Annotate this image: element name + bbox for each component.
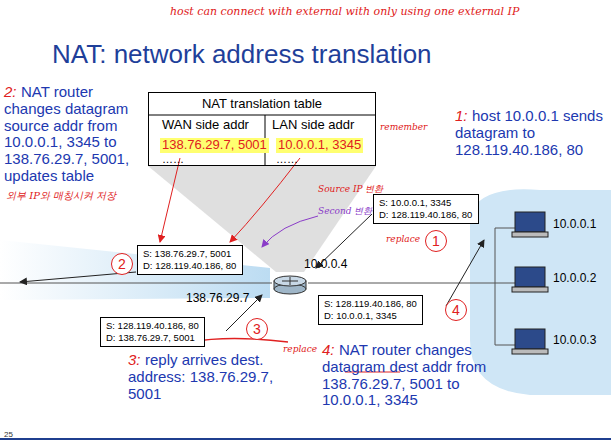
lan-region [470,189,611,395]
handwritten-note: Second 변환 [318,206,372,216]
node-text: S: 128.119.40.186, 80 [106,320,199,332]
node-text: D: 128.119.40.186, 80 [379,209,473,221]
footer-rule [0,438,611,440]
node-text: S: 10.0.0.1, 3345 [379,197,473,209]
callout-digit: 1 [432,233,440,249]
lan-bus [495,228,496,345]
table-header-cell: WAN side addr [162,118,249,133]
node-text: NAT translation table [149,96,375,111]
ip-address: 10.0.0.1 [553,218,596,231]
callout-digit: 4 [452,302,460,318]
handwritten-note: 외부 IP와 매칭시켜 저장 [6,190,126,201]
lan-drop [495,345,515,346]
ip-address: 10.0.0.3 [553,334,596,347]
note-arrow [262,216,318,247]
slide-title: NAT: network address translation [52,40,432,69]
step-note: NAT router changes datagram source addr … [4,84,146,185]
table-header-cell: LAN side addr [272,118,354,133]
callout-number: 2 [111,253,133,275]
lan-drop [495,283,515,284]
step-note: host 10.0.0.1 sends datagram to 128.119.… [455,108,605,158]
node-text: S: 128.119.40.186, 80 [324,298,417,310]
table-cell: 10.0.0.1, 3345 [276,138,363,153]
table-cell: …… [162,153,184,165]
node-text: D: 128.119.40.186, 80 [143,260,237,272]
node-text: S: 138.76.29.7, 5001 [143,248,237,260]
ip-address: 138.76.29.7 [186,292,249,305]
callout-number: 3 [246,318,268,340]
callout-digit: 3 [253,321,261,337]
note-arrow [230,158,300,242]
handwritten-note: Source IP 변환 [318,184,383,194]
datagram-box: S: 128.119.40.186, 80D: 138.76.29.7, 500… [100,317,205,347]
handwritten-note: host can connect with external with only… [170,6,600,18]
table-cell: 138.76.29.7, 5001 [160,138,269,153]
lan-drop [495,228,515,229]
step-number: 3: [128,352,141,369]
step-note: NAT router changes datagram dest addr fr… [322,342,492,409]
datagram-box: S: 138.76.29.7, 5001D: 128.119.40.186, 8… [137,245,243,275]
ip-address: 10.0.0.2 [553,272,596,285]
router-symbol [274,276,306,294]
lan-wire [308,283,495,284]
table-cell: …… [276,153,298,165]
handwritten-note: replace [386,234,420,244]
node-text: D: 138.76.29.7, 5001 [106,332,199,344]
page-number: 25 [4,431,13,440]
table-rule [148,115,376,116]
node-text: D: 10.0.0.1, 3345 [324,310,417,322]
datagram-box: S: 128.119.40.186, 80D: 10.0.0.1, 3345 [318,295,423,325]
datagram-box: S: 10.0.0.1, 3345D: 128.119.40.186, 80 [373,194,479,224]
ip-address: 10.0.0.4 [304,258,347,271]
wan-wire [0,283,272,284]
note-arrow [160,158,180,242]
datagram-arrow [446,240,484,306]
step-number: 1: [455,108,468,125]
step-note: reply arrives dest. address: 138.76.29.7… [128,352,278,402]
handwritten-note: replace [283,344,317,354]
host-computer [512,212,548,354]
callout-number: 1 [425,230,447,252]
step-number: 2: [4,84,17,101]
callout-number: 4 [445,299,467,321]
handwritten-note: remember [380,122,427,132]
callout-digit: 2 [118,256,126,272]
step-number: 4: [322,342,335,359]
wan-band [0,240,270,300]
